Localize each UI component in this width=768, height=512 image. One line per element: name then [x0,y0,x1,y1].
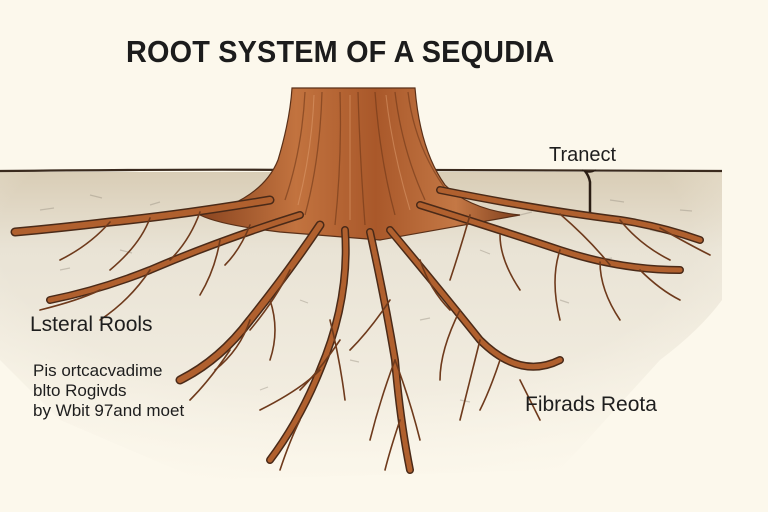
tree-trunk [198,87,521,241]
fibrous-roots-label: Fibrads Reota [525,393,657,416]
fibrous-roots [39,211,711,471]
annotation-note: Pis ortcacvadime blto Rogivds by Wbit 97… [33,361,184,421]
note-line: Pis ortcacvadime [33,361,163,380]
diagram-title: ROOT SYSTEM OF A SEQUDIA [126,34,555,69]
lateral-roots-label: Lsteral Rools [30,313,153,336]
ground-line [0,168,723,173]
note-line: by Wbit 97and moet [33,401,185,420]
note-line: blto Rogivds [33,381,127,400]
transect-label: Tranect [549,144,617,166]
